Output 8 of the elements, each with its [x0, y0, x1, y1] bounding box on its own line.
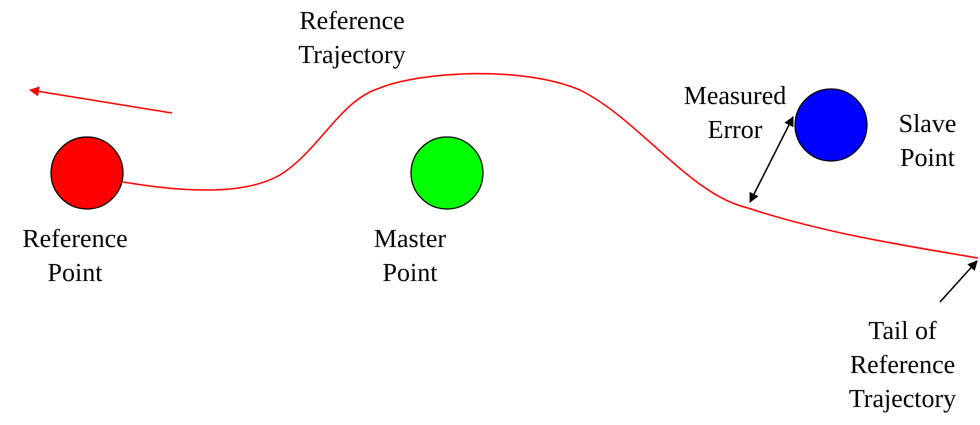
point-label: Reference Point — [21, 223, 129, 289]
trajectory-curve — [122, 72, 978, 259]
point-label: Slave Point — [898, 108, 958, 174]
point-label: Tail of Reference Trajectory — [848, 315, 958, 415]
curve-label: Reference Trajectory — [297, 5, 407, 71]
point-label: Master Point — [372, 223, 448, 289]
leader-line — [939, 260, 978, 302]
measure-label: Measured Error — [682, 80, 788, 146]
